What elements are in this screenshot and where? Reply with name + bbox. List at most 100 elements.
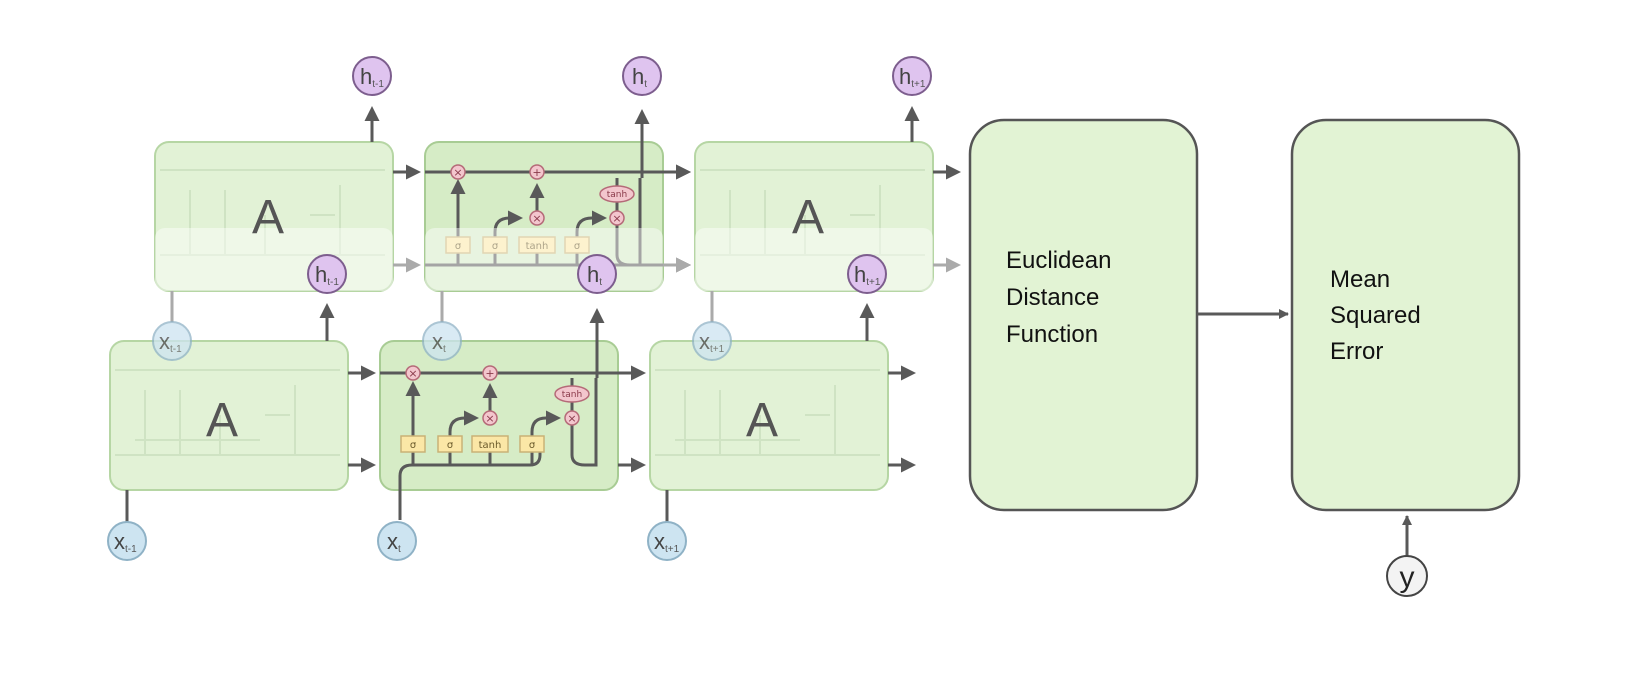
top-lstm-cell-middle: × + × × tanh σ σ tanh σ	[424, 109, 691, 292]
top-input-node-3: xt+1	[692, 321, 732, 361]
top-tanh-op	[599, 185, 635, 203]
top-cell-left-label: A	[252, 191, 284, 244]
top-output-2-main: h	[632, 64, 644, 89]
bottom-output-2-sub: t	[599, 277, 602, 288]
top-output-3-main: h	[899, 64, 911, 89]
svg-text:ht: ht	[632, 64, 647, 90]
svg-text:ht: ht	[587, 262, 602, 288]
svg-text:xt: xt	[432, 329, 446, 355]
bottom-input-add-symbol: +	[485, 367, 494, 380]
top-cell-right-label: A	[792, 191, 824, 244]
top-output-multiply-symbol: ×	[612, 212, 621, 225]
top-forget-multiply-op	[450, 164, 466, 180]
top-candidate-gate-label: tanh	[526, 241, 549, 252]
top-output-node-3: ht+1	[892, 56, 932, 96]
euclidean-label-line-1: Euclidean	[1006, 247, 1111, 274]
bottom-output-1-main: h	[315, 262, 327, 287]
top-input-2-main: x	[432, 329, 443, 354]
bottom-tanh-op	[554, 385, 590, 403]
top-input-1-main: x	[159, 329, 170, 354]
top-output-gate	[564, 236, 590, 254]
euclidean-label-line-3: Function	[1006, 321, 1098, 348]
top-input-1-sub: t-1	[170, 344, 182, 355]
bottom-input-2-sub: t	[398, 544, 401, 555]
top-forget-gate-label: σ	[455, 241, 462, 252]
svg-text:xt: xt	[387, 529, 401, 555]
top-input-node-2: xt	[422, 321, 462, 361]
bottom-input-add-op	[482, 365, 498, 381]
bottom-output-multiply-op	[564, 410, 580, 426]
mean-squared-error-box: Mean Squared Error	[1290, 118, 1521, 512]
bottom-input-node-2: xt	[377, 521, 417, 561]
top-output-3-sub: t+1	[911, 79, 926, 90]
svg-text:ht-1: ht-1	[360, 64, 384, 90]
top-input-multiply-symbol: ×	[532, 212, 541, 225]
bottom-cell-right-label: A	[746, 394, 778, 447]
top-output-multiply-op	[609, 210, 625, 226]
bottom-lstm-cell-left: A	[109, 340, 349, 491]
bottom-input-3-sub: t+1	[665, 544, 680, 555]
bottom-input-multiply-op	[482, 410, 498, 426]
mse-label-line-1: Mean	[1330, 266, 1390, 293]
bottom-cell-left-label: A	[206, 394, 238, 447]
bottom-output-2-main: h	[587, 262, 599, 287]
bottom-lstm-cell-middle: × + × × tanh σ σ tanh σ	[379, 308, 646, 520]
svg-text:xt-1: xt-1	[114, 529, 137, 555]
bottom-input-1-main: x	[114, 529, 125, 554]
top-output-1-main: h	[360, 64, 372, 89]
svg-text:xt+1: xt+1	[699, 329, 725, 355]
bottom-forget-gate	[400, 435, 426, 453]
bottom-input-multiply-symbol: ×	[485, 412, 494, 425]
bottom-input-node-1: xt-1	[107, 521, 147, 561]
top-lstm-cell-right: A	[694, 141, 934, 292]
top-input-node-1: xt-1	[152, 321, 192, 361]
bottom-input-3-main: x	[654, 529, 665, 554]
top-tanh-op-label: tanh	[607, 190, 627, 200]
top-lstm-chain: A × + × × tanh σ	[154, 56, 961, 292]
bottom-output-gate	[519, 435, 545, 453]
bottom-input-gate-label: σ	[447, 440, 454, 451]
bottom-lstm-chain: A × + × × tanh σ	[107, 254, 916, 561]
euclidean-distance-box: Euclidean Distance Function	[968, 118, 1199, 512]
bottom-candidate-gate	[471, 435, 509, 453]
top-input-gate-label: σ	[492, 241, 499, 252]
bottom-input-node-3: xt+1	[647, 521, 687, 561]
top-input-add-op	[529, 164, 545, 180]
top-input-3-main: x	[699, 329, 710, 354]
bottom-tanh-op-label: tanh	[562, 390, 582, 400]
bottom-input-2-main: x	[387, 529, 398, 554]
top-input-gate	[482, 236, 508, 254]
target-y-node: y	[1386, 555, 1428, 597]
svg-text:ht+1: ht+1	[899, 64, 926, 90]
top-output-node-2: ht	[622, 56, 662, 96]
top-output-gate-label: σ	[574, 241, 581, 252]
bottom-output-node-1: ht-1	[307, 254, 347, 294]
target-y-label: y	[1400, 561, 1415, 594]
top-input-add-symbol: +	[532, 166, 541, 179]
bottom-output-gate-label: σ	[529, 440, 536, 451]
top-input-2-sub: t	[443, 344, 446, 355]
bottom-input-gate	[437, 435, 463, 453]
top-output-node-1: ht-1	[352, 56, 392, 96]
svg-text:ht+1: ht+1	[854, 262, 881, 288]
mse-label-line-2: Squared	[1330, 302, 1421, 329]
bottom-output-3-sub: t+1	[866, 277, 881, 288]
bottom-forget-gate-label: σ	[410, 440, 417, 451]
bottom-output-1-sub: t-1	[327, 277, 339, 288]
bottom-output-node-3: ht+1	[847, 254, 887, 294]
top-lstm-cell-left: A	[154, 141, 394, 292]
top-output-1-sub: t-1	[372, 79, 384, 90]
bottom-output-multiply-symbol: ×	[567, 412, 576, 425]
svg-text:xt-1: xt-1	[159, 329, 182, 355]
top-candidate-gate	[518, 236, 556, 254]
bottom-lstm-cell-right: A	[649, 340, 889, 491]
bottom-output-3-main: h	[854, 262, 866, 287]
bottom-candidate-gate-label: tanh	[479, 440, 502, 451]
bottom-input-1-sub: t-1	[125, 544, 137, 555]
top-input-3-sub: t+1	[710, 344, 725, 355]
top-input-multiply-op	[529, 210, 545, 226]
euclidean-label-line-2: Distance	[1006, 284, 1099, 311]
bottom-forget-multiply-symbol: ×	[408, 367, 417, 380]
top-output-2-sub: t	[644, 79, 647, 90]
